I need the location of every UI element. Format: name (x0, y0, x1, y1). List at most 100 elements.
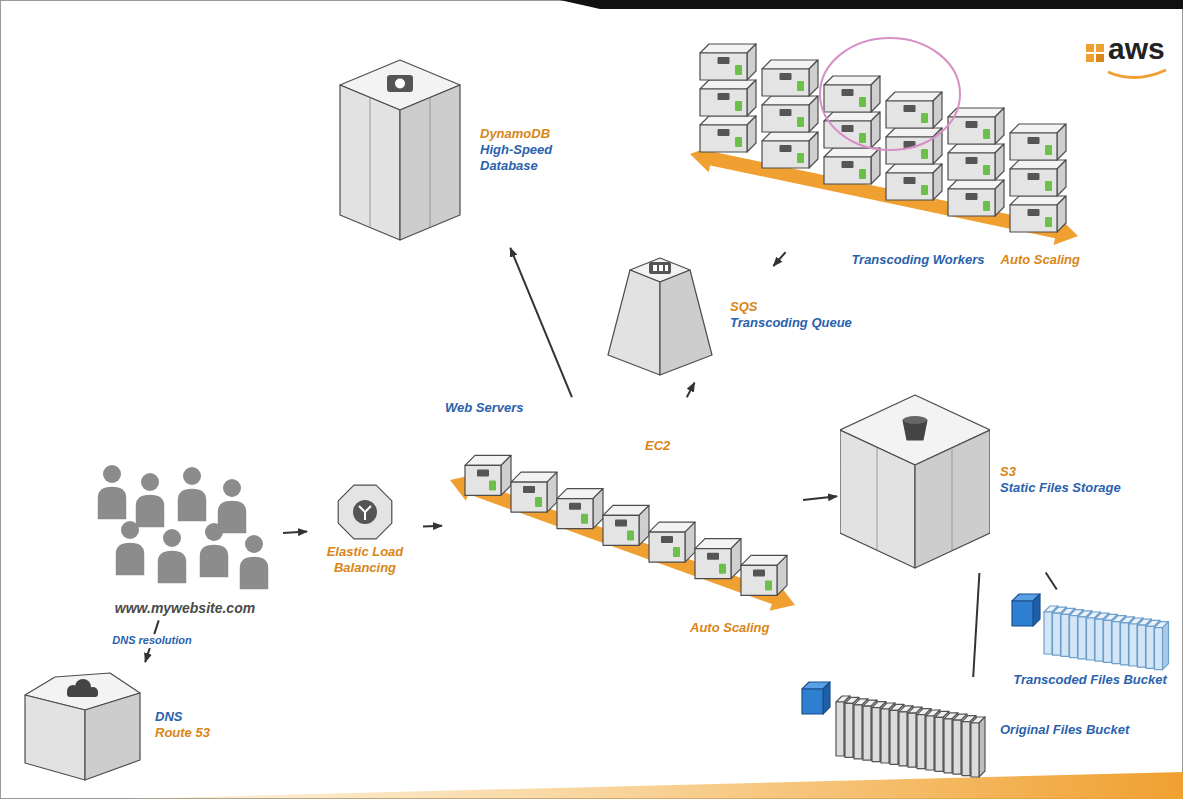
icon-shape (430, 98, 431, 227)
icon-shape (836, 702, 844, 756)
icon-shape (163, 529, 181, 547)
icon-shape (1112, 622, 1120, 664)
icon-shape (809, 60, 818, 96)
icon-shape (1045, 181, 1052, 191)
icon-shape (735, 137, 742, 147)
icon-shape (840, 430, 915, 568)
icon-shape (581, 514, 588, 524)
icon-shape (797, 117, 804, 127)
icon-shape (659, 265, 663, 271)
icon-shape (608, 270, 660, 375)
connector (283, 532, 307, 533)
icon-shape (1010, 133, 1057, 160)
icon-shape (762, 105, 809, 132)
icon-shape (1070, 616, 1078, 658)
icon-shape (971, 723, 979, 777)
icon-shape (639, 505, 649, 545)
icon-shape (802, 689, 823, 714)
icon-shape (948, 153, 995, 180)
icon-shape (1095, 619, 1103, 661)
label-column: SQSTranscoding Queue (730, 299, 860, 332)
icon-shape (747, 44, 756, 80)
icon-shape (809, 132, 818, 168)
icon-shape (921, 149, 928, 159)
icon-shape (665, 265, 668, 271)
icon-shape (1057, 160, 1066, 196)
node-label: DynamoDB (480, 126, 610, 142)
icon-shape (1057, 124, 1066, 160)
icon-shape (1012, 601, 1033, 626)
logo-cube (1096, 54, 1104, 62)
node-label: Elastic Load Balancing (310, 544, 420, 577)
icon-shape (777, 555, 787, 595)
icon-shape (700, 125, 747, 152)
top-bar (560, 0, 1183, 9)
icon-shape (952, 448, 953, 550)
icon-shape (1044, 612, 1052, 654)
icon-shape (511, 482, 547, 512)
icon-shape (370, 98, 371, 227)
icon-shape (700, 53, 747, 80)
label-column: Original Files Bucket (1000, 722, 1140, 738)
icon-shape (731, 539, 741, 579)
icon-shape (199, 544, 229, 578)
icon-shape (661, 536, 673, 543)
icon-shape (1028, 173, 1040, 180)
icon-shape (886, 101, 933, 128)
icon-shape (871, 148, 880, 184)
icon-shape (359, 506, 371, 520)
icon-shape (569, 503, 581, 510)
node-label: EC2 (645, 438, 670, 454)
icon-shape (871, 112, 880, 148)
icon-shape (97, 486, 127, 520)
icon-shape (523, 486, 535, 493)
icon-shape (921, 113, 928, 123)
logo-cube (1096, 44, 1104, 52)
icon-shape (25, 695, 85, 780)
connector (687, 383, 695, 398)
icon-shape (400, 85, 460, 240)
icon-shape (338, 485, 392, 539)
storage-node: S3Static Files Storage (840, 390, 1130, 570)
icon-shape (121, 521, 139, 539)
icon-shape (653, 265, 657, 271)
icon-shape (948, 189, 995, 216)
connector (1046, 573, 1057, 590)
icon-shape (863, 706, 871, 760)
icon-shape (223, 479, 241, 497)
icon-shape (877, 448, 878, 550)
icon-shape (854, 705, 862, 759)
connector (510, 248, 572, 397)
icon-shape (886, 173, 933, 200)
icon-shape (824, 157, 871, 184)
icon-shape (944, 719, 952, 773)
node-label: www.mywebsite.com (90, 600, 280, 618)
icon-shape (983, 165, 990, 175)
node-label: High-Speed Database (480, 142, 610, 175)
icon-shape (735, 101, 742, 111)
brand-logo: aws (1108, 34, 1165, 64)
icon-shape (649, 262, 671, 274)
bucket-node: Transcoded Files Bucket (1010, 592, 1170, 688)
icon-shape (1033, 594, 1040, 626)
icon-shape (85, 693, 140, 780)
icon-shape (673, 547, 680, 557)
icon-shape (859, 169, 866, 179)
icon-shape (387, 75, 413, 92)
icon-shape (603, 515, 639, 545)
icon-shape (935, 717, 943, 771)
icon-shape (966, 121, 978, 128)
icon-shape (809, 96, 818, 132)
icon-shape (915, 430, 990, 568)
icon-shape (1053, 613, 1061, 655)
label-column: S3Static Files Storage (1000, 464, 1130, 497)
icon-shape (477, 469, 489, 476)
service-icon (15, 665, 145, 785)
node-label: DNS (155, 709, 235, 725)
icon-shape (1010, 169, 1057, 196)
bucket-node: Original Files Bucket (800, 680, 1140, 780)
node-label: SQS (730, 299, 860, 315)
connector (973, 573, 979, 677)
